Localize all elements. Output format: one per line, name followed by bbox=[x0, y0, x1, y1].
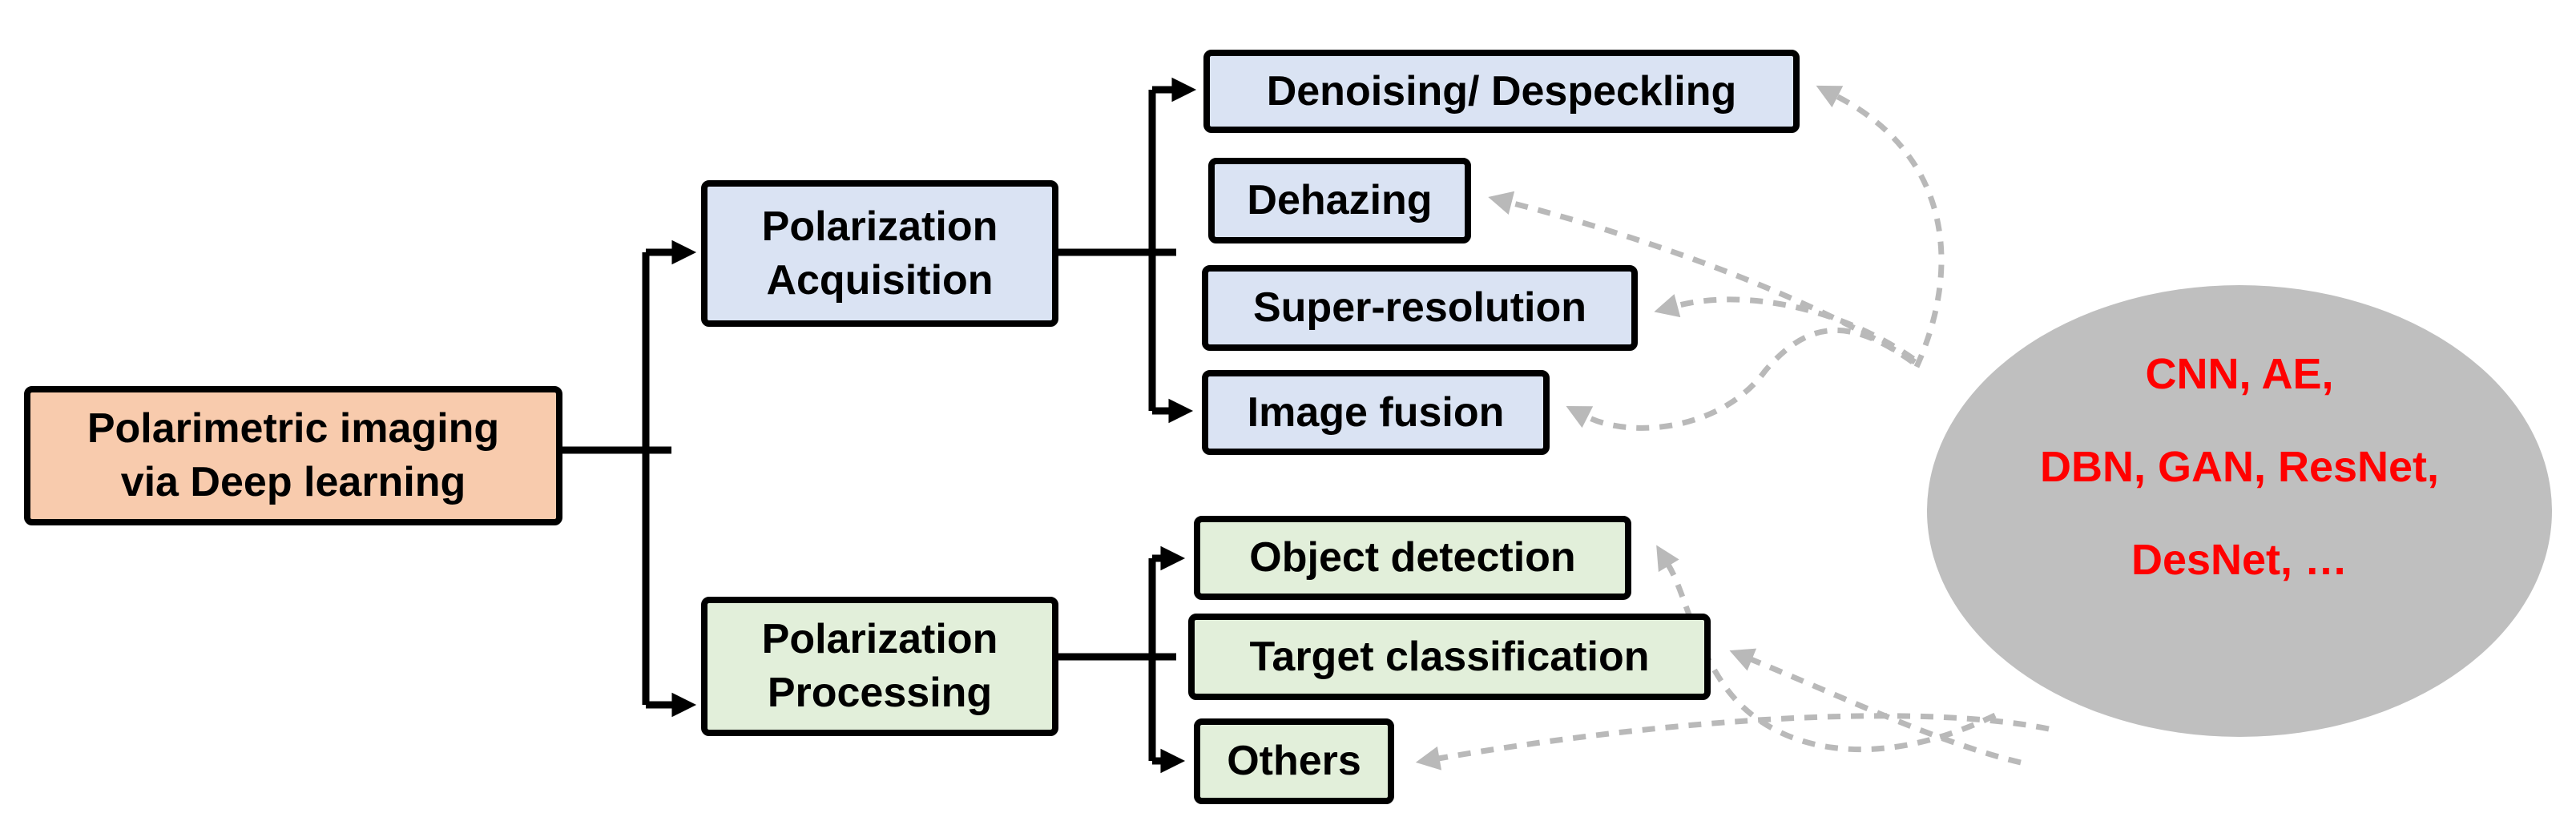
methods-ellipse bbox=[1927, 285, 2552, 737]
root-label-line2: via Deep learning bbox=[120, 459, 466, 505]
leaf-label: Others bbox=[1227, 738, 1361, 785]
dashed-link-denoising bbox=[1816, 85, 1945, 368]
leaf-label: Dehazing bbox=[1247, 177, 1433, 224]
dashed-link-object-detection bbox=[1656, 545, 1997, 753]
leaf-node-super-resolution: Super-resolution bbox=[1202, 265, 1638, 351]
leaf-node-others: Others bbox=[1194, 718, 1394, 804]
acquisition-label-line2: Acquisition bbox=[766, 256, 994, 304]
methods-text: CNN, AE, DBN, GAN, ResNet, DesNet, … bbox=[1967, 352, 2512, 581]
leaf-node-image-fusion: Image fusion bbox=[1202, 370, 1550, 455]
leaf-node-object-detection: Object detection bbox=[1194, 516, 1631, 600]
methods-line: DBN, GAN, ResNet, bbox=[2039, 443, 2440, 491]
root-node: Polarimetric imaging via Deep learning bbox=[24, 386, 562, 525]
processing-label-line2: Processing bbox=[767, 670, 993, 716]
dashed-link-others bbox=[1415, 713, 2050, 771]
dashed-link-target-classification bbox=[1729, 648, 2022, 766]
leaf-label: Denoising/ Despeckling bbox=[1266, 67, 1737, 115]
leaf-node-target-classification: Target classification bbox=[1188, 614, 1711, 700]
leaf-label: Super-resolution bbox=[1252, 284, 1587, 332]
leaf-label: Object detection bbox=[1249, 534, 1576, 581]
branch-node-acquisition: Polarization Acquisition bbox=[701, 180, 1058, 327]
processing-label-line1: Polarization bbox=[761, 616, 998, 663]
leaf-node-denoising: Denoising/ Despeckling bbox=[1203, 50, 1800, 133]
methods-line: DesNet, … bbox=[2131, 536, 2348, 584]
root-label-line1: Polarimetric imaging bbox=[87, 405, 500, 453]
dashed-link-super-resolution bbox=[1654, 294, 1916, 361]
leaf-label: Target classification bbox=[1249, 633, 1650, 680]
leaf-label: Image fusion bbox=[1247, 388, 1505, 436]
methods-line: CNN, AE, bbox=[2145, 350, 2334, 398]
branch-node-processing: Polarization Processing bbox=[701, 597, 1058, 736]
leaf-node-dehazing: Dehazing bbox=[1208, 158, 1471, 243]
dashed-link-image-fusion bbox=[1566, 328, 1915, 431]
acquisition-label-line1: Polarization bbox=[761, 203, 998, 250]
